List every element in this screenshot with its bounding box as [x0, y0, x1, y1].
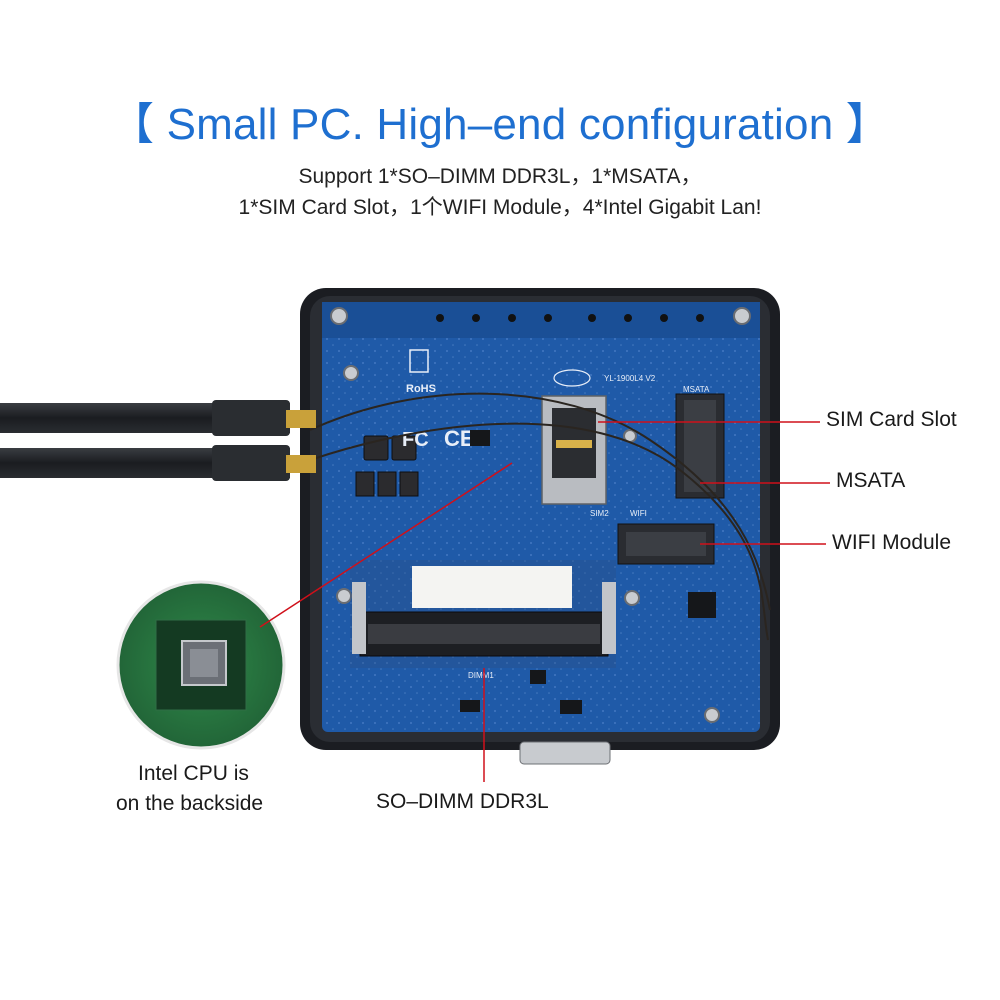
cpu-label-line-1: Intel CPU is	[138, 762, 249, 785]
cpu-inset	[116, 580, 286, 750]
so-dimm-slot: DIMM1	[350, 560, 616, 680]
msata-label: MSATA	[836, 469, 906, 492]
sim-card-slot-label: SIM Card Slot	[826, 408, 957, 431]
page-title: 【 Small PC. High–end configuration 】	[109, 100, 890, 149]
model-silkscreen: YL-1900L4 V2	[604, 374, 656, 383]
callout-lines	[259, 421, 830, 782]
cpu-label-line-2: on the backside	[116, 792, 264, 815]
sim-card-slot: SIM2	[541, 395, 609, 518]
lan-port-screws	[436, 314, 704, 322]
spec-line-2: 1*SIM Card Slot，1个WIFI Module，4*Intel Gi…	[238, 196, 762, 219]
sim-silkscreen: SIM2	[590, 509, 609, 518]
chips	[460, 430, 716, 714]
wifi-slot: WIFI	[617, 509, 715, 565]
wifi-silkscreen: WIFI	[630, 509, 647, 518]
msata-silkscreen: MSATA	[683, 385, 710, 394]
spec-line-1: Support 1*SO–DIMM DDR3L，1*MSATA，	[298, 165, 702, 188]
antennas	[0, 400, 316, 481]
so-dimm-label: SO–DIMM DDR3L	[376, 790, 549, 813]
wifi-module-label: WIFI Module	[832, 531, 952, 554]
motherboard: RoHS FC CE YL-1900L4 V2 SIM2 MSATA WIFI	[309, 302, 771, 765]
dimm-silkscreen: DIMM1	[468, 671, 494, 680]
ce-mark: CE	[444, 426, 475, 451]
inductors	[355, 435, 419, 497]
mounting-holes	[330, 307, 751, 723]
antenna-cables	[309, 392, 771, 641]
rohs-mark: RoHS	[406, 383, 436, 395]
